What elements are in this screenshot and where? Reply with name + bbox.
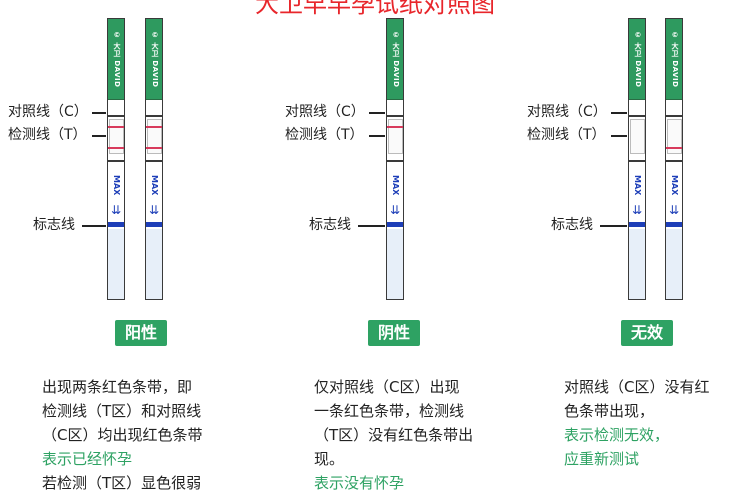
- description-highlight: 应重新测试: [564, 450, 640, 468]
- test-line-pointer: [611, 135, 627, 137]
- strip-handle: © 大卫 DAVID: [108, 19, 124, 100]
- control-line-pointer: [92, 112, 106, 114]
- test-line-pointer: [369, 135, 385, 137]
- description-line: 若检测（T区）显色很弱: [42, 474, 202, 492]
- result-window: [388, 119, 403, 154]
- test-strip: © 大卫 DAVID MAX ⇊: [628, 18, 646, 300]
- down-arrow-icon: ⇊: [111, 203, 122, 217]
- strip-divider: [108, 160, 124, 162]
- control-line-label: 对照线（C）: [8, 104, 88, 120]
- description-line: （C区）均出现红色条带: [42, 426, 203, 444]
- max-zone: [387, 162, 403, 220]
- max-zone: [629, 162, 645, 220]
- description-highlight: 表示没有怀孕: [314, 474, 405, 492]
- test-strip: © 大卫 DAVID MAX ⇊: [665, 18, 683, 300]
- control-line-label: 对照线（C）: [527, 104, 607, 120]
- result-badge-negative: 阴性: [368, 320, 420, 346]
- marker-line: [666, 222, 682, 227]
- max-zone: [666, 162, 682, 220]
- description-line: 仅对照线（C区）出现: [314, 378, 460, 396]
- max-zone: [146, 162, 162, 220]
- description-line: 出现两条红色条带，即: [42, 378, 193, 396]
- strip-handle: © 大卫 DAVID: [629, 19, 645, 100]
- strip-handle: © 大卫 DAVID: [146, 19, 162, 100]
- marker-line: [629, 222, 645, 227]
- description-line: 一条红色条带，检测线: [314, 402, 465, 420]
- sample-pad: [146, 229, 162, 299]
- marker-line: [387, 222, 403, 227]
- marker-line: [108, 222, 124, 227]
- down-arrow-icon: ⇊: [632, 203, 643, 217]
- marker-line-pointer: [82, 225, 106, 227]
- strip-divider: [666, 115, 682, 117]
- test-line: [108, 147, 124, 149]
- marker-line-pointer: [358, 225, 385, 227]
- strip-divider: [629, 160, 645, 162]
- test-line-label: 检测线（T）: [285, 127, 364, 143]
- description-line: 现。: [314, 450, 345, 468]
- down-arrow-icon: ⇊: [149, 203, 160, 217]
- marker-line-pointer: [600, 225, 627, 227]
- down-arrow-icon: ⇊: [669, 203, 680, 217]
- control-line: [387, 126, 403, 128]
- description-line: 色条带出现，: [564, 402, 655, 420]
- control-line-pointer: [369, 112, 385, 114]
- test-line-label: 检测线（T）: [8, 127, 87, 143]
- result-window: [630, 119, 645, 154]
- marker-line-label: 标志线: [551, 217, 593, 233]
- brand-logo: © 大卫 DAVID: [151, 30, 159, 88]
- test-strip: © 大卫 DAVID MAX ⇊: [107, 18, 125, 300]
- description-negative: 仅对照线（C区）出现 一条红色条带，检测线 （T区）没有红色条带出 现。 表示没…: [314, 375, 473, 495]
- test-line: [146, 147, 162, 149]
- strip-divider: [108, 115, 124, 117]
- test-line: [666, 147, 682, 149]
- max-label: MAX: [391, 174, 400, 196]
- strip-handle: © 大卫 DAVID: [387, 19, 403, 100]
- description-positive: 出现两条红色条带，即 检测线（T区）和对照线 （C区）均出现红色条带 表示已经怀…: [42, 375, 202, 495]
- brand-logo: © 大卫 DAVID: [392, 30, 400, 88]
- control-line-label: 对照线（C）: [285, 104, 365, 120]
- strip-divider: [146, 115, 162, 117]
- description-line: 检测线（T区）和对照线: [42, 402, 202, 420]
- control-line-pointer: [611, 112, 627, 114]
- strip-divider: [666, 160, 682, 162]
- description-highlight: 表示检测无效，: [564, 426, 670, 444]
- test-line-pointer: [92, 135, 106, 137]
- max-label: MAX: [150, 174, 159, 196]
- max-label: MAX: [633, 174, 642, 196]
- chart-title: 大卫早早孕试纸对照图: [255, 0, 495, 18]
- description-highlight: 表示已经怀孕: [42, 450, 133, 468]
- brand-logo: © 大卫 DAVID: [113, 30, 121, 88]
- strip-divider: [146, 160, 162, 162]
- down-arrow-icon: ⇊: [390, 203, 401, 217]
- result-badge-invalid: 无效: [621, 320, 673, 346]
- marker-line-label: 标志线: [309, 217, 351, 233]
- marker-line-label: 标志线: [33, 217, 75, 233]
- test-line-label: 检测线（T）: [527, 127, 606, 143]
- control-line: [146, 126, 162, 128]
- max-label: MAX: [670, 174, 679, 196]
- sample-pad: [629, 229, 645, 299]
- description-line: 对照线（C区）没有红: [564, 378, 710, 396]
- max-zone: [108, 162, 124, 220]
- max-label: MAX: [112, 174, 121, 196]
- marker-line: [146, 222, 162, 227]
- result-badge-positive: 阳性: [115, 320, 167, 346]
- test-strip: © 大卫 DAVID MAX ⇊: [145, 18, 163, 300]
- control-line: [108, 126, 124, 128]
- sample-pad: [666, 229, 682, 299]
- description-invalid: 对照线（C区）没有红 色条带出现， 表示检测无效， 应重新测试: [564, 375, 709, 471]
- strip-divider: [629, 115, 645, 117]
- brand-logo: © 大卫 DAVID: [671, 30, 679, 88]
- description-line: （T区）没有红色条带出: [314, 426, 474, 444]
- strip-divider: [387, 160, 403, 162]
- test-strip: © 大卫 DAVID MAX ⇊: [386, 18, 404, 300]
- brand-logo: © 大卫 DAVID: [634, 30, 642, 88]
- result-window: [667, 119, 682, 154]
- strip-handle: © 大卫 DAVID: [666, 19, 682, 100]
- sample-pad: [387, 229, 403, 299]
- strip-divider: [387, 115, 403, 117]
- sample-pad: [108, 229, 124, 299]
